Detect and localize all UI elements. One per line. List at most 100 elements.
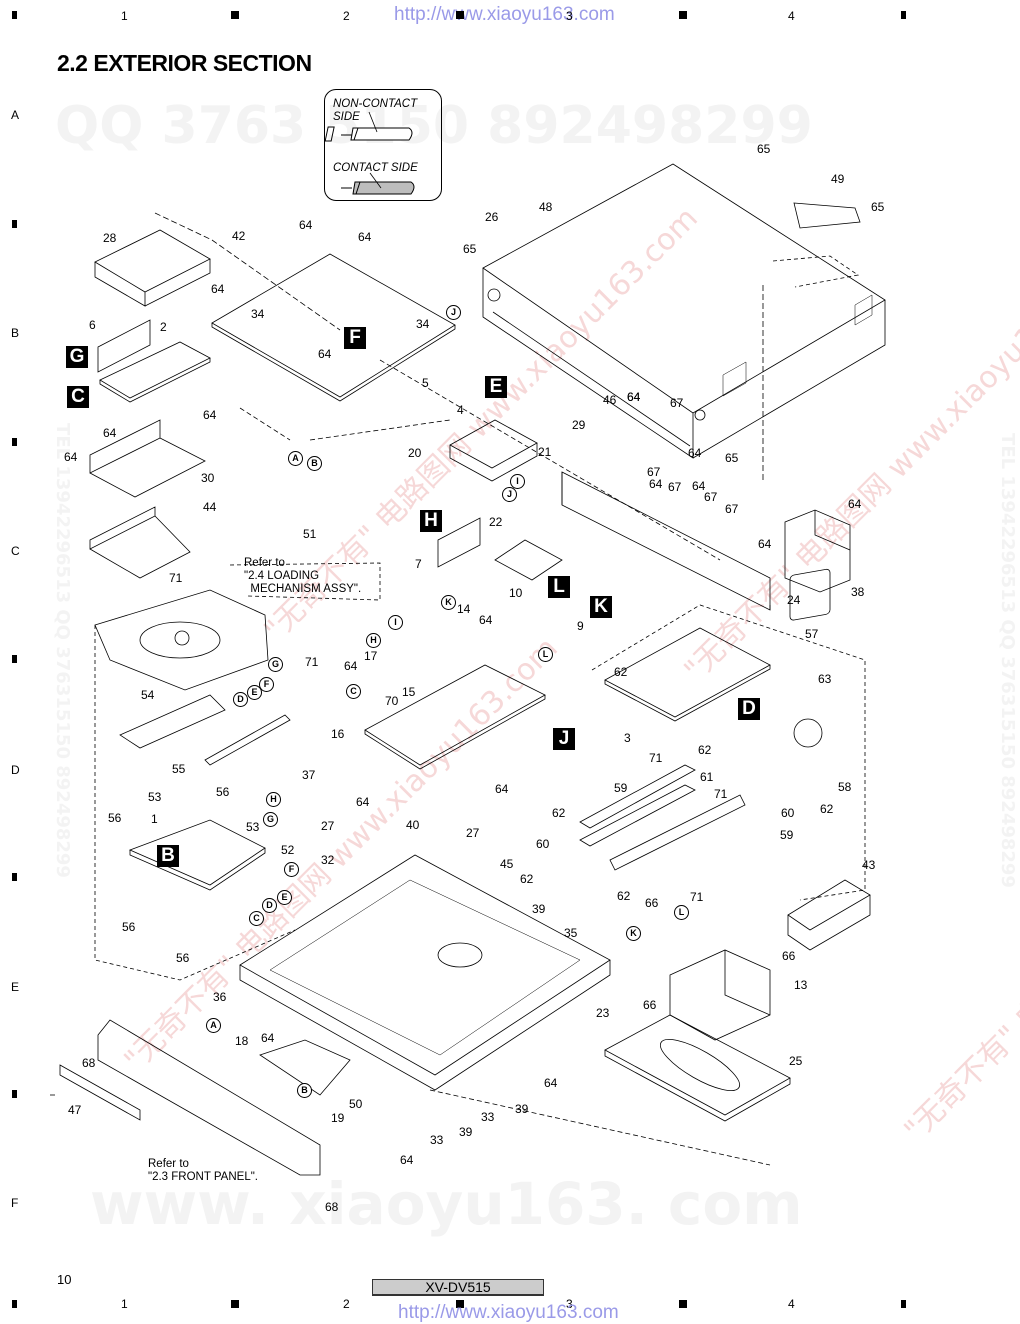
ruler-marker — [679, 1300, 687, 1308]
part-number: 51 — [303, 527, 317, 541]
legend-non-contact-label: NON-CONTACT SIDE — [333, 98, 418, 123]
non-contact-cable-icon — [325, 111, 415, 195]
transformer-13 — [669, 949, 771, 1041]
part-number: 64 — [64, 450, 78, 464]
part-number: 56 — [176, 951, 190, 965]
plate-25 — [604, 1014, 791, 1122]
column-marker-3: 3 — [566, 1297, 573, 1311]
board-label-g: G — [66, 346, 88, 368]
part-number: 29 — [572, 418, 586, 432]
part-number: 23 — [596, 1006, 610, 1020]
part-number: 62 — [617, 889, 631, 903]
bracket-28 — [94, 229, 211, 307]
part-number: 65 — [871, 200, 885, 214]
part-number: 62 — [820, 802, 834, 816]
part-number: 48 — [539, 200, 553, 214]
header-watermark-url[interactable]: http://www.xiaoyu163.com — [394, 4, 615, 25]
part-number: 64 — [103, 426, 117, 440]
part-number: 68 — [325, 1200, 339, 1214]
part-number: 33 — [430, 1133, 444, 1147]
part-number: 14 — [457, 602, 471, 616]
part-number: 44 — [203, 500, 217, 514]
chassis-23 — [239, 854, 611, 1091]
connector-k: K — [441, 595, 456, 610]
part-number: 37 — [302, 768, 316, 782]
part-number: 55 — [172, 762, 186, 776]
section-title: 2.2 EXTERIOR SECTION — [57, 50, 312, 76]
part-number: 13 — [794, 978, 808, 992]
part-number: 64 — [356, 795, 370, 809]
part-number: 5 — [422, 376, 429, 390]
heatsink-61 — [579, 764, 746, 871]
fan-58 — [789, 568, 831, 748]
part-number: 10 — [509, 586, 523, 600]
legend-contact-label: CONTACT SIDE — [333, 162, 418, 174]
part-number: 22 — [489, 515, 503, 529]
watermark-qq: QQ 3763 5150 892498299 — [55, 96, 813, 156]
column-marker-1: 1 — [121, 1297, 128, 1311]
ruler-marker — [12, 655, 17, 663]
part-number: 56 — [216, 785, 230, 799]
ruler-marker — [12, 438, 17, 446]
part-number: 53 — [246, 820, 260, 834]
connector-a: A — [206, 1018, 221, 1033]
part-number: 16 — [331, 727, 345, 741]
part-number: 45 — [500, 857, 514, 871]
part-number: 2 — [160, 320, 167, 334]
part-number: 63 — [818, 672, 832, 686]
part-number: 68 — [82, 1056, 96, 1070]
column-marker-4: 4 — [788, 9, 795, 23]
part-number: 6 — [89, 318, 96, 332]
board-e — [449, 419, 538, 482]
part-number: 56 — [122, 920, 136, 934]
part-number: 28 — [103, 231, 117, 245]
ruler-marker — [12, 11, 17, 19]
part-number: 3 — [624, 731, 631, 745]
connector-f: F — [259, 677, 274, 692]
note-front-panel: Refer to "2.3 FRONT PANEL". — [148, 1158, 258, 1183]
connector-g: G — [268, 657, 283, 672]
part-number: 43 — [862, 858, 876, 872]
part-number: 64 — [211, 282, 225, 296]
part-number: 39 — [515, 1102, 529, 1116]
part-number: 70 — [385, 694, 399, 708]
part-number: 64 — [544, 1076, 558, 1090]
ruler-marker — [12, 873, 17, 881]
part-number: 49 — [831, 172, 845, 186]
part-number: 64 — [400, 1153, 414, 1167]
part-number: 56 — [108, 811, 122, 825]
contact-side-legend: NON-CONTACT SIDE CONTACT SIDE — [324, 89, 442, 201]
plate-50 — [259, 1039, 351, 1096]
board-label-d: D — [738, 698, 760, 720]
board-j — [364, 664, 546, 770]
part-number: 71 — [649, 751, 663, 765]
connector-g: G — [263, 812, 278, 827]
part-number: 21 — [538, 445, 552, 459]
connector-d: D — [233, 692, 248, 707]
part-number: 66 — [643, 998, 657, 1012]
part-number: 65 — [725, 451, 739, 465]
part-number: 15 — [402, 685, 416, 699]
board-label-c: C — [67, 386, 89, 408]
part-number: 39 — [532, 902, 546, 916]
ruler-marker — [231, 1300, 239, 1308]
connector-f: F — [284, 862, 299, 877]
part-number: 67 — [704, 490, 718, 504]
part-number: 53 — [148, 790, 162, 804]
column-marker-1: 1 — [121, 9, 128, 23]
part-number: 65 — [757, 142, 771, 156]
row-marker-e: E — [11, 980, 20, 994]
part-number: 58 — [838, 780, 852, 794]
part-number: 64 — [358, 230, 372, 244]
part-number: 7 — [415, 557, 422, 571]
part-number: 64 — [261, 1031, 275, 1045]
footer-watermark-url[interactable]: http://www.xiaoyu163.com — [398, 1302, 619, 1323]
part-number: 71 — [169, 571, 183, 585]
board-label-f: F — [344, 327, 366, 349]
part-number: 20 — [408, 446, 422, 460]
part-number: 24 — [787, 593, 801, 607]
part-number: 59 — [780, 828, 794, 842]
part-number: 9 — [577, 619, 584, 633]
connector-c: C — [346, 684, 361, 699]
